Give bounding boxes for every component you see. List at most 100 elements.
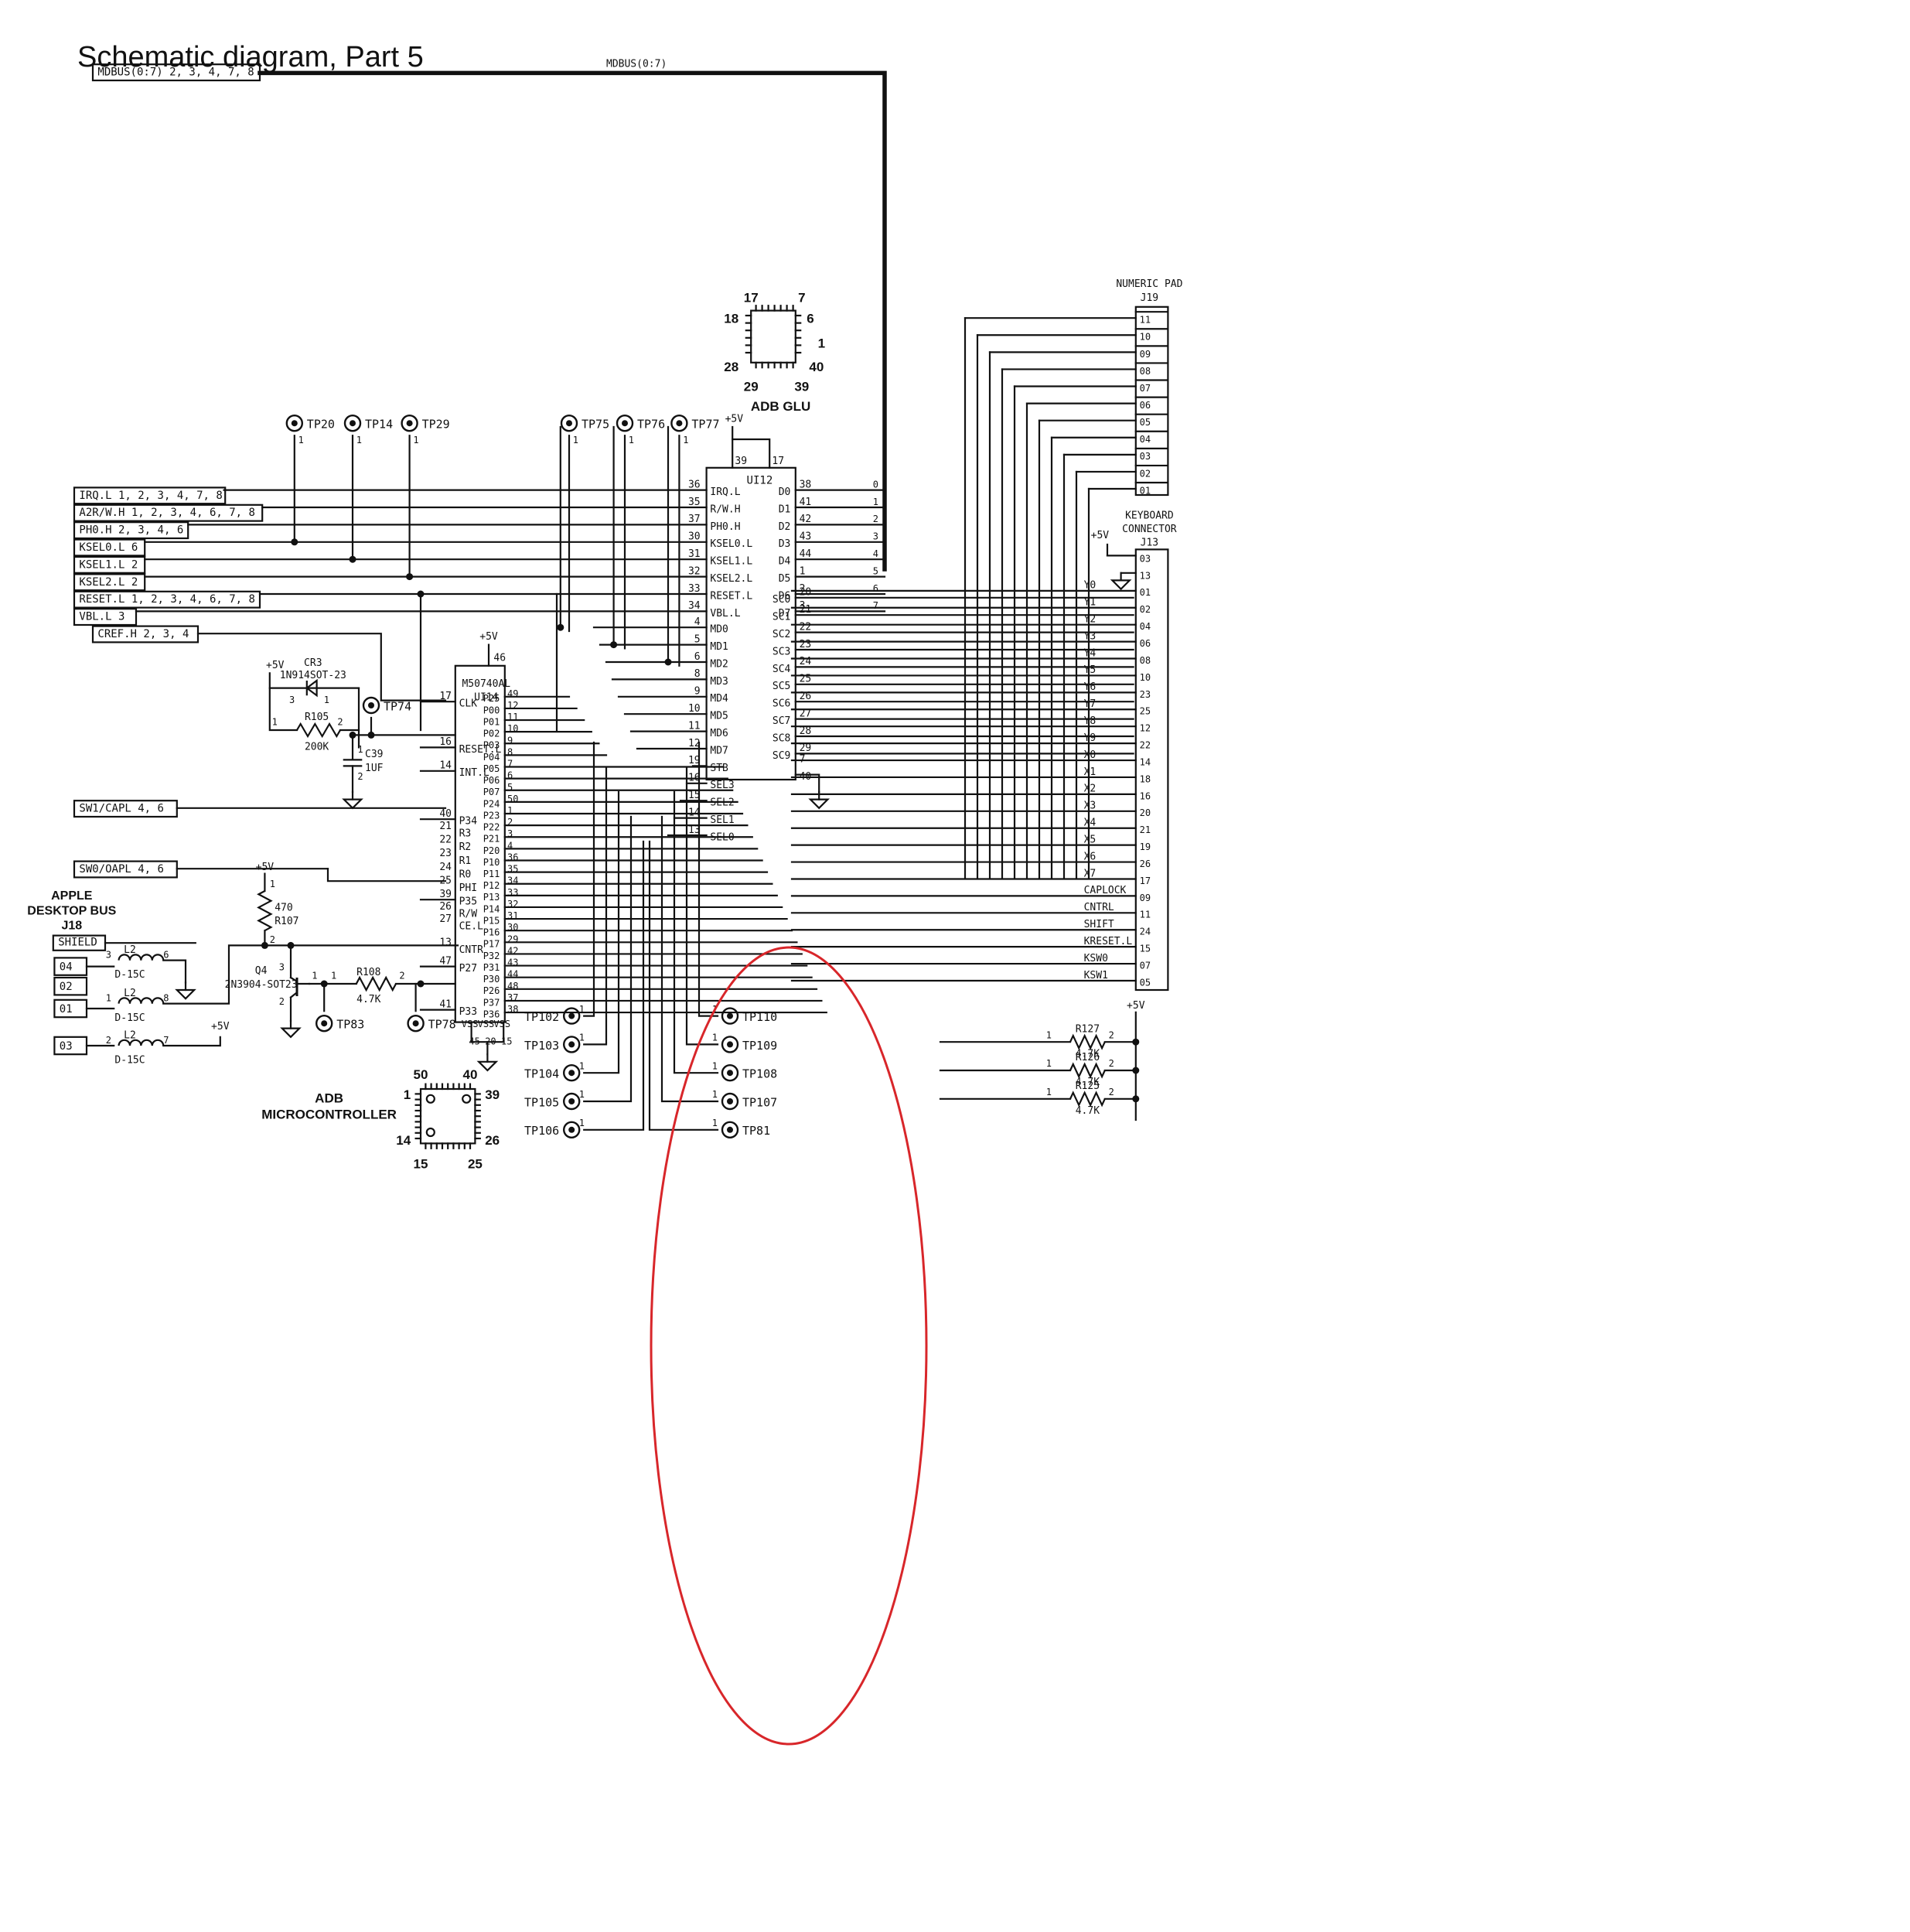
pullup-pin: 2 [1109,1058,1114,1069]
tp-pin: 1 [683,435,688,445]
test-point-tp78 [412,1020,419,1027]
u112-ic-body [705,466,796,781]
test-point-top [616,415,634,432]
glu-pin-label: 29 [744,380,759,394]
microcontroller-highlight [650,946,928,1746]
u112-pin-name: SC4 [773,664,791,675]
j13-pin: 17 [1140,876,1151,886]
tp-pin: 1 [712,1060,718,1071]
tp-wire [583,840,645,1131]
adb-port-title: J18 [61,920,82,933]
u114-pin-number: 31 [507,910,518,921]
test-point-bottom-right [721,1007,739,1025]
test-point-bottom-left [568,1126,575,1133]
j13-pin: 14 [1140,756,1151,767]
r108-pin: 2 [399,971,404,981]
offpage-connector-text: VBL.L 3 [79,611,124,623]
test-point-bottom-left [563,1092,581,1111]
u114-pin-name: P01 [483,716,500,727]
r107-value: 470 [275,903,292,914]
pullup-resistor [1069,1062,1106,1079]
mdbus-net-label: MDBUS(0:7) [606,58,667,70]
u112-pin-number: 24 [800,656,812,667]
u112-pin-number: 8 [694,668,701,680]
u114-pin-name: CNTR [459,944,483,956]
u112-pin-name: SC5 [773,681,790,692]
u114-pin-number: 11 [507,712,518,722]
r105-pin: 2 [337,717,343,728]
tp-wire [673,790,719,1074]
u114-pin-name: R3 [459,828,472,840]
tp-wire [648,840,719,1131]
u114-pin-number: 3 [507,828,513,839]
c39-pin: 1 [357,744,363,755]
offpage-connector [73,555,146,574]
u112-pin-name: SEL2 [710,797,734,809]
adb-data-wire [162,944,459,1005]
u112-pin-number: 26 [800,691,812,702]
u114-vss-pin: 15 [501,1036,512,1046]
q4-part: 2N3904-SOT23 [225,979,298,991]
glu-pin-label: 17 [744,290,759,305]
mc-package-mark [425,1127,435,1138]
u112-pin-name: D5 [779,573,791,585]
u112-pin-number: 23 [800,639,812,650]
u114-pin-number: 9 [507,735,513,746]
test-point-top [676,420,683,427]
l2-part: D-15C [114,1012,145,1024]
r107-resistor [257,890,273,932]
test-point-top-label: TP14 [365,418,393,432]
q4-pin: 1 [312,971,317,981]
u114-pin-number: 10 [507,723,518,734]
r105-ref: R105 [305,712,329,723]
l2-pin: 7 [163,1035,169,1046]
mc-pin-label: 25 [468,1156,483,1171]
offpage-connector [73,486,227,505]
u114-pin-name: P07 [483,787,500,797]
u114-ref: UI14 [474,692,498,704]
u112-pin-number: 11 [688,720,701,732]
u114-part: M50740AL [462,678,510,690]
offpage-connector-text: RESET.L 1, 2, 3, 4, 6, 7, 8 [79,593,255,606]
test-point-bottom-right [727,1070,733,1077]
tp-wire [583,766,608,1046]
j13-signal-name: Y5 [1084,664,1097,676]
u112-pin-name: D4 [779,556,791,568]
u114-pin-name: P31 [483,962,500,973]
j19-pin: 08 [1140,366,1151,377]
l2-inductor [140,954,153,961]
j13-pin: 04 [1140,621,1151,632]
u114-pin-name: P22 [483,822,500,833]
tp-pin: 1 [579,1089,585,1100]
l2-ref: L2 [124,988,136,999]
u112-pin-number: 37 [688,514,701,525]
u112-pin-number: 44 [800,548,812,560]
r108-resistor [355,975,397,992]
bus-bit-label: 0 [873,479,878,490]
offpage-connector-text: PH0.H 2, 3, 4, 6 [79,524,183,537]
tp-pin: 1 [579,1033,585,1043]
u112-pin-number: 12 [688,738,701,749]
tp-wire [583,741,595,1017]
test-point-bottom-left [563,1007,581,1025]
glu-pin-label: 1 [818,336,825,351]
adb-supply: +5V [211,1021,230,1033]
r108-value: 4.7K [356,994,380,1005]
l2-pin: 8 [163,992,169,1003]
test-point-tp74-label: TP74 [384,699,411,713]
reset-supply: +5V [266,660,285,671]
l2-pin: 3 [106,949,111,960]
mc-pin-label: 50 [414,1067,428,1082]
components [52,63,1169,1145]
u112-pin-name: SC0 [773,594,790,606]
u112-pin-name: KSEL0.L [710,538,752,550]
u114-pin-name: CLK [459,698,478,710]
c39-value: 1UF [365,763,384,774]
tp-pin: 1 [573,435,578,445]
test-point-bottom-right [721,1063,739,1082]
j13-signal-name: X2 [1084,783,1097,795]
junction-dot [417,590,425,598]
u114-pin-number: 5 [507,782,513,793]
cref-wire [196,633,447,701]
adb-port-pin-text: 03 [60,1040,73,1053]
